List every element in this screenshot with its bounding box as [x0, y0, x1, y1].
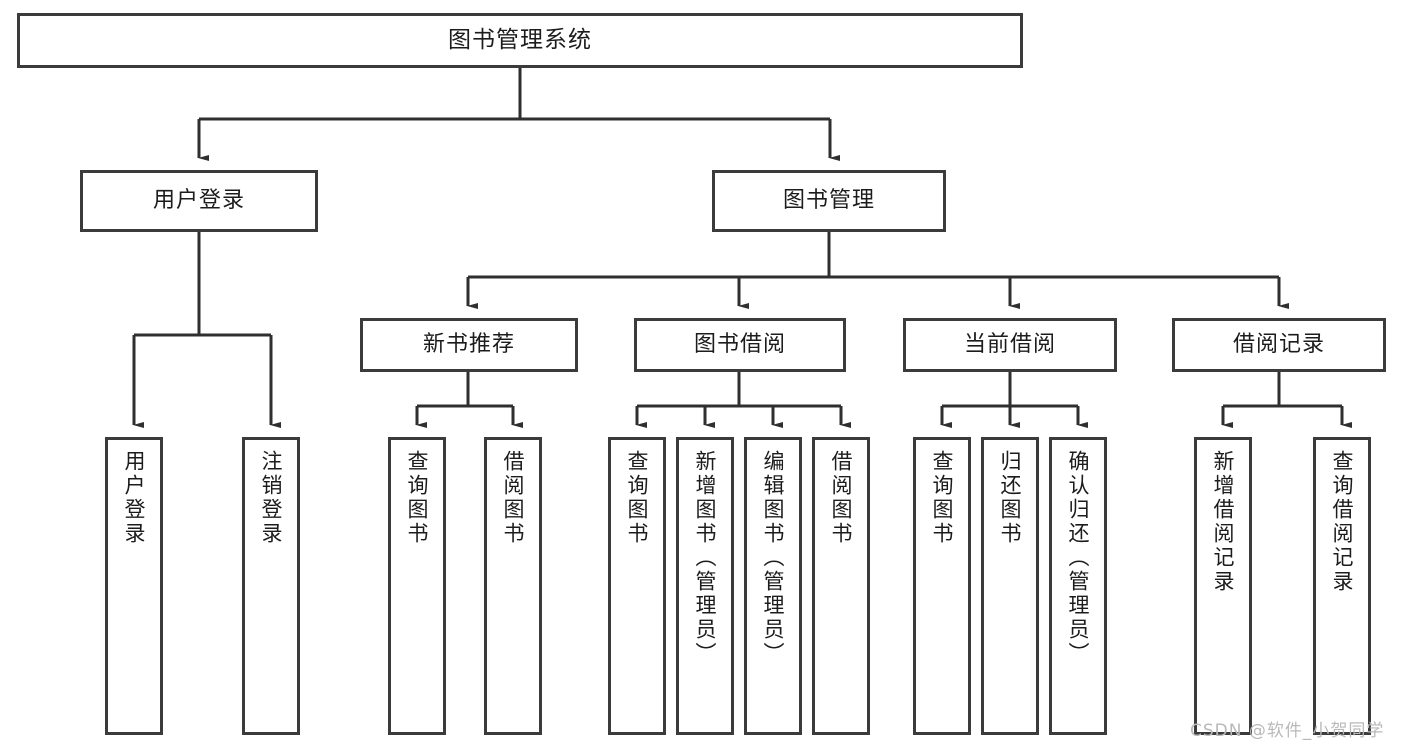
- node-label: 归还图书: [998, 450, 1023, 546]
- leaf-logout[interactable]: 注销登录: [242, 437, 300, 735]
- node-user-login[interactable]: 用户登录: [80, 170, 318, 232]
- node-label: 查询借阅记录: [1330, 450, 1355, 594]
- leaf-current-query-book[interactable]: 查询图书: [913, 437, 971, 735]
- node-label: 查询图书: [625, 450, 650, 546]
- leaf-record-add-borrow-record[interactable]: 新增借阅记录: [1194, 437, 1252, 735]
- node-label: 借阅图书: [829, 450, 854, 546]
- node-current-borrow[interactable]: 当前借阅: [903, 318, 1117, 372]
- node-label: 查询图书: [930, 450, 955, 546]
- node-book-management[interactable]: 图书管理: [712, 170, 946, 232]
- node-borrow-record[interactable]: 借阅记录: [1172, 318, 1386, 372]
- node-label: 用户登录: [152, 188, 245, 214]
- node-label: 借阅记录: [1232, 332, 1325, 358]
- node-label: 图书管理系统: [448, 27, 592, 54]
- node-label: 图书管理: [782, 188, 875, 214]
- node-label: 新增借阅记录: [1211, 450, 1236, 594]
- node-label: 当前借阅: [963, 332, 1056, 358]
- leaf-user-login[interactable]: 用户登录: [105, 437, 163, 735]
- node-label: 用户登录: [122, 450, 147, 546]
- node-label: 注销登录: [259, 450, 284, 546]
- leaf-recommend-borrow-book[interactable]: 借阅图书: [484, 437, 542, 735]
- node-label: 新增图书（管理员）: [693, 450, 718, 666]
- node-label: 图书借阅: [693, 332, 786, 358]
- csdn-watermark: CSDN @软件_小贺同学: [1190, 721, 1385, 741]
- leaf-current-confirm-return-admin[interactable]: 确认归还（管理员）: [1049, 437, 1107, 735]
- leaf-borrow-add-book-admin[interactable]: 新增图书（管理员）: [676, 437, 734, 735]
- node-label: 新书推荐: [422, 332, 515, 358]
- leaf-record-query-borrow-record[interactable]: 查询借阅记录: [1313, 437, 1371, 735]
- node-label: 确认归还（管理员）: [1066, 450, 1091, 666]
- node-root-library-system[interactable]: 图书管理系统: [17, 13, 1023, 68]
- leaf-borrow-query-book[interactable]: 查询图书: [608, 437, 666, 735]
- node-new-book-recommend[interactable]: 新书推荐: [360, 318, 578, 372]
- leaf-recommend-query-book[interactable]: 查询图书: [388, 437, 446, 735]
- node-book-borrow[interactable]: 图书借阅: [634, 318, 846, 372]
- node-label: 借阅图书: [501, 450, 526, 546]
- leaf-borrow-borrow-book[interactable]: 借阅图书: [812, 437, 870, 735]
- leaf-current-return-book[interactable]: 归还图书: [981, 437, 1039, 735]
- leaf-borrow-edit-book-admin[interactable]: 编辑图书（管理员）: [744, 437, 802, 735]
- node-label: 编辑图书（管理员）: [761, 450, 786, 666]
- node-label: 查询图书: [405, 450, 430, 546]
